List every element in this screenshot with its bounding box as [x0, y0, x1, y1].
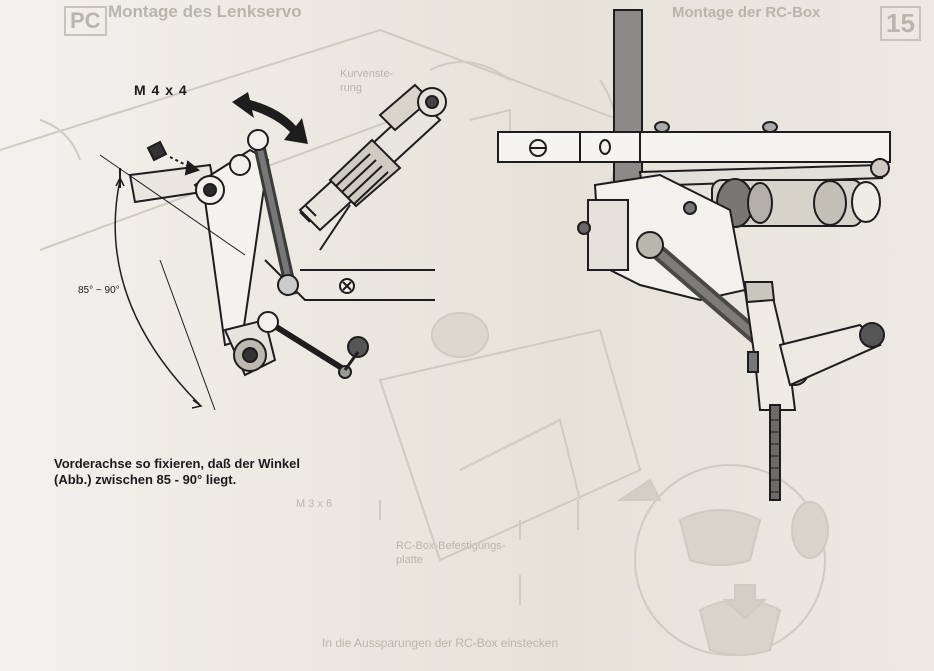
- ghost-label-bottom: In die Aussparungen der RC-Box einstecke…: [322, 636, 559, 650]
- ghost-label-m36: M 3 x 6: [296, 498, 333, 510]
- chassis-plate: [264, 204, 435, 301]
- upright-nut: [743, 281, 776, 304]
- angle-arc: [114, 179, 201, 406]
- figure-caption: Vorderachse so fixieren, daß der Winkel …: [54, 456, 414, 488]
- ghost-header-left: Montage des Lenkservo: [108, 2, 302, 21]
- ghost-label-befest2: platte: [396, 554, 423, 566]
- caption-line-1: Vorderachse so fixieren, daß der Winkel: [54, 456, 301, 471]
- long-bolt: [769, 404, 781, 501]
- ball-joint: [347, 336, 369, 358]
- ghost-page-right: 15: [880, 6, 921, 41]
- ghost-label-kurven: Kurvenste-: [340, 68, 394, 80]
- front-axle-figure: [99, 83, 447, 411]
- ghost-header-right: Montage der RC-Box: [672, 4, 821, 21]
- set-screw: [146, 140, 201, 176]
- vertical-post: [613, 9, 643, 211]
- shock-absorber: [298, 83, 447, 232]
- rotation-arrow: [232, 92, 308, 144]
- angle-range-label: 85° ~ 90°: [78, 285, 120, 296]
- caption-line-2: (Abb.) zwischen 85 - 90° liegt.: [54, 472, 237, 487]
- rc-shock: [711, 158, 890, 228]
- right-ball-joint: [859, 322, 885, 348]
- ghost-page-left: PC: [64, 6, 107, 36]
- top-plate: [497, 131, 891, 163]
- ghost-label-rung: rung: [340, 82, 363, 94]
- screw-size-label: M 4 x 4: [134, 82, 188, 98]
- rc-box-figure: [497, 9, 891, 501]
- faded-background-drawing: [0, 28, 829, 656]
